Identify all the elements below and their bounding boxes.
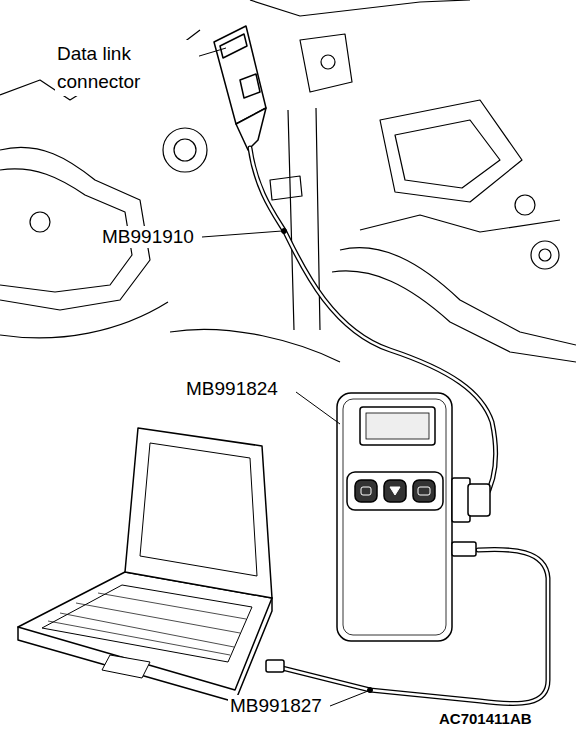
leader-line xyxy=(330,691,368,706)
device-button xyxy=(413,480,435,502)
round-part xyxy=(163,128,207,172)
plug-boot xyxy=(236,108,266,150)
plug-face xyxy=(220,34,247,58)
keyboard xyxy=(42,585,252,662)
laptop-lid xyxy=(125,428,272,598)
right-box xyxy=(380,100,522,202)
leader-dot xyxy=(368,688,373,693)
device-bezel xyxy=(343,399,446,635)
round-part xyxy=(174,139,196,161)
part-name: Data link connector xyxy=(55,40,199,96)
leader-line xyxy=(196,48,226,57)
bolt xyxy=(515,195,535,215)
laptop xyxy=(18,428,284,702)
usb-plug xyxy=(452,542,476,556)
plug-body xyxy=(214,26,266,124)
laptop-port xyxy=(266,660,284,672)
cables xyxy=(250,148,548,704)
upper-left-panel xyxy=(0,30,200,100)
part-number: MB991910 xyxy=(100,226,196,248)
wire-harness xyxy=(332,271,576,362)
connector-plug xyxy=(468,484,490,516)
device-button xyxy=(355,480,377,502)
device-screen-glass xyxy=(366,413,429,439)
button-icon xyxy=(390,487,400,495)
engine-bay-lines xyxy=(0,0,576,362)
key-rows xyxy=(48,593,246,655)
leader-line xyxy=(296,392,340,424)
lower-panel xyxy=(170,329,340,362)
device-body xyxy=(337,393,452,641)
bolt xyxy=(531,241,559,269)
bolt xyxy=(30,212,50,232)
leader-dot xyxy=(282,229,287,234)
button-icon xyxy=(361,487,371,495)
button-icon xyxy=(418,487,430,495)
data-link-connector-plug xyxy=(214,26,266,150)
part-number: MB991827 xyxy=(228,695,324,717)
button-panel xyxy=(347,472,443,510)
figure-code: AC701411AB xyxy=(437,708,534,730)
part-number: MB991824 xyxy=(184,378,280,400)
lower-panel xyxy=(0,302,168,338)
steering-column xyxy=(288,108,320,330)
wire-harness xyxy=(340,248,576,345)
device-button xyxy=(384,480,406,502)
touchpad xyxy=(102,655,150,678)
device-screen xyxy=(360,407,435,445)
laptop-screen xyxy=(140,443,257,576)
plug-latch xyxy=(240,74,260,98)
bracket xyxy=(300,34,352,92)
panel-edge xyxy=(250,0,470,16)
bolt xyxy=(321,55,335,69)
right-box xyxy=(395,120,500,188)
vci-device xyxy=(337,393,490,641)
leader-line xyxy=(202,231,282,237)
bolt xyxy=(539,249,551,261)
clip xyxy=(270,176,302,200)
dash-edge xyxy=(360,215,560,232)
leader-lines xyxy=(196,48,373,706)
